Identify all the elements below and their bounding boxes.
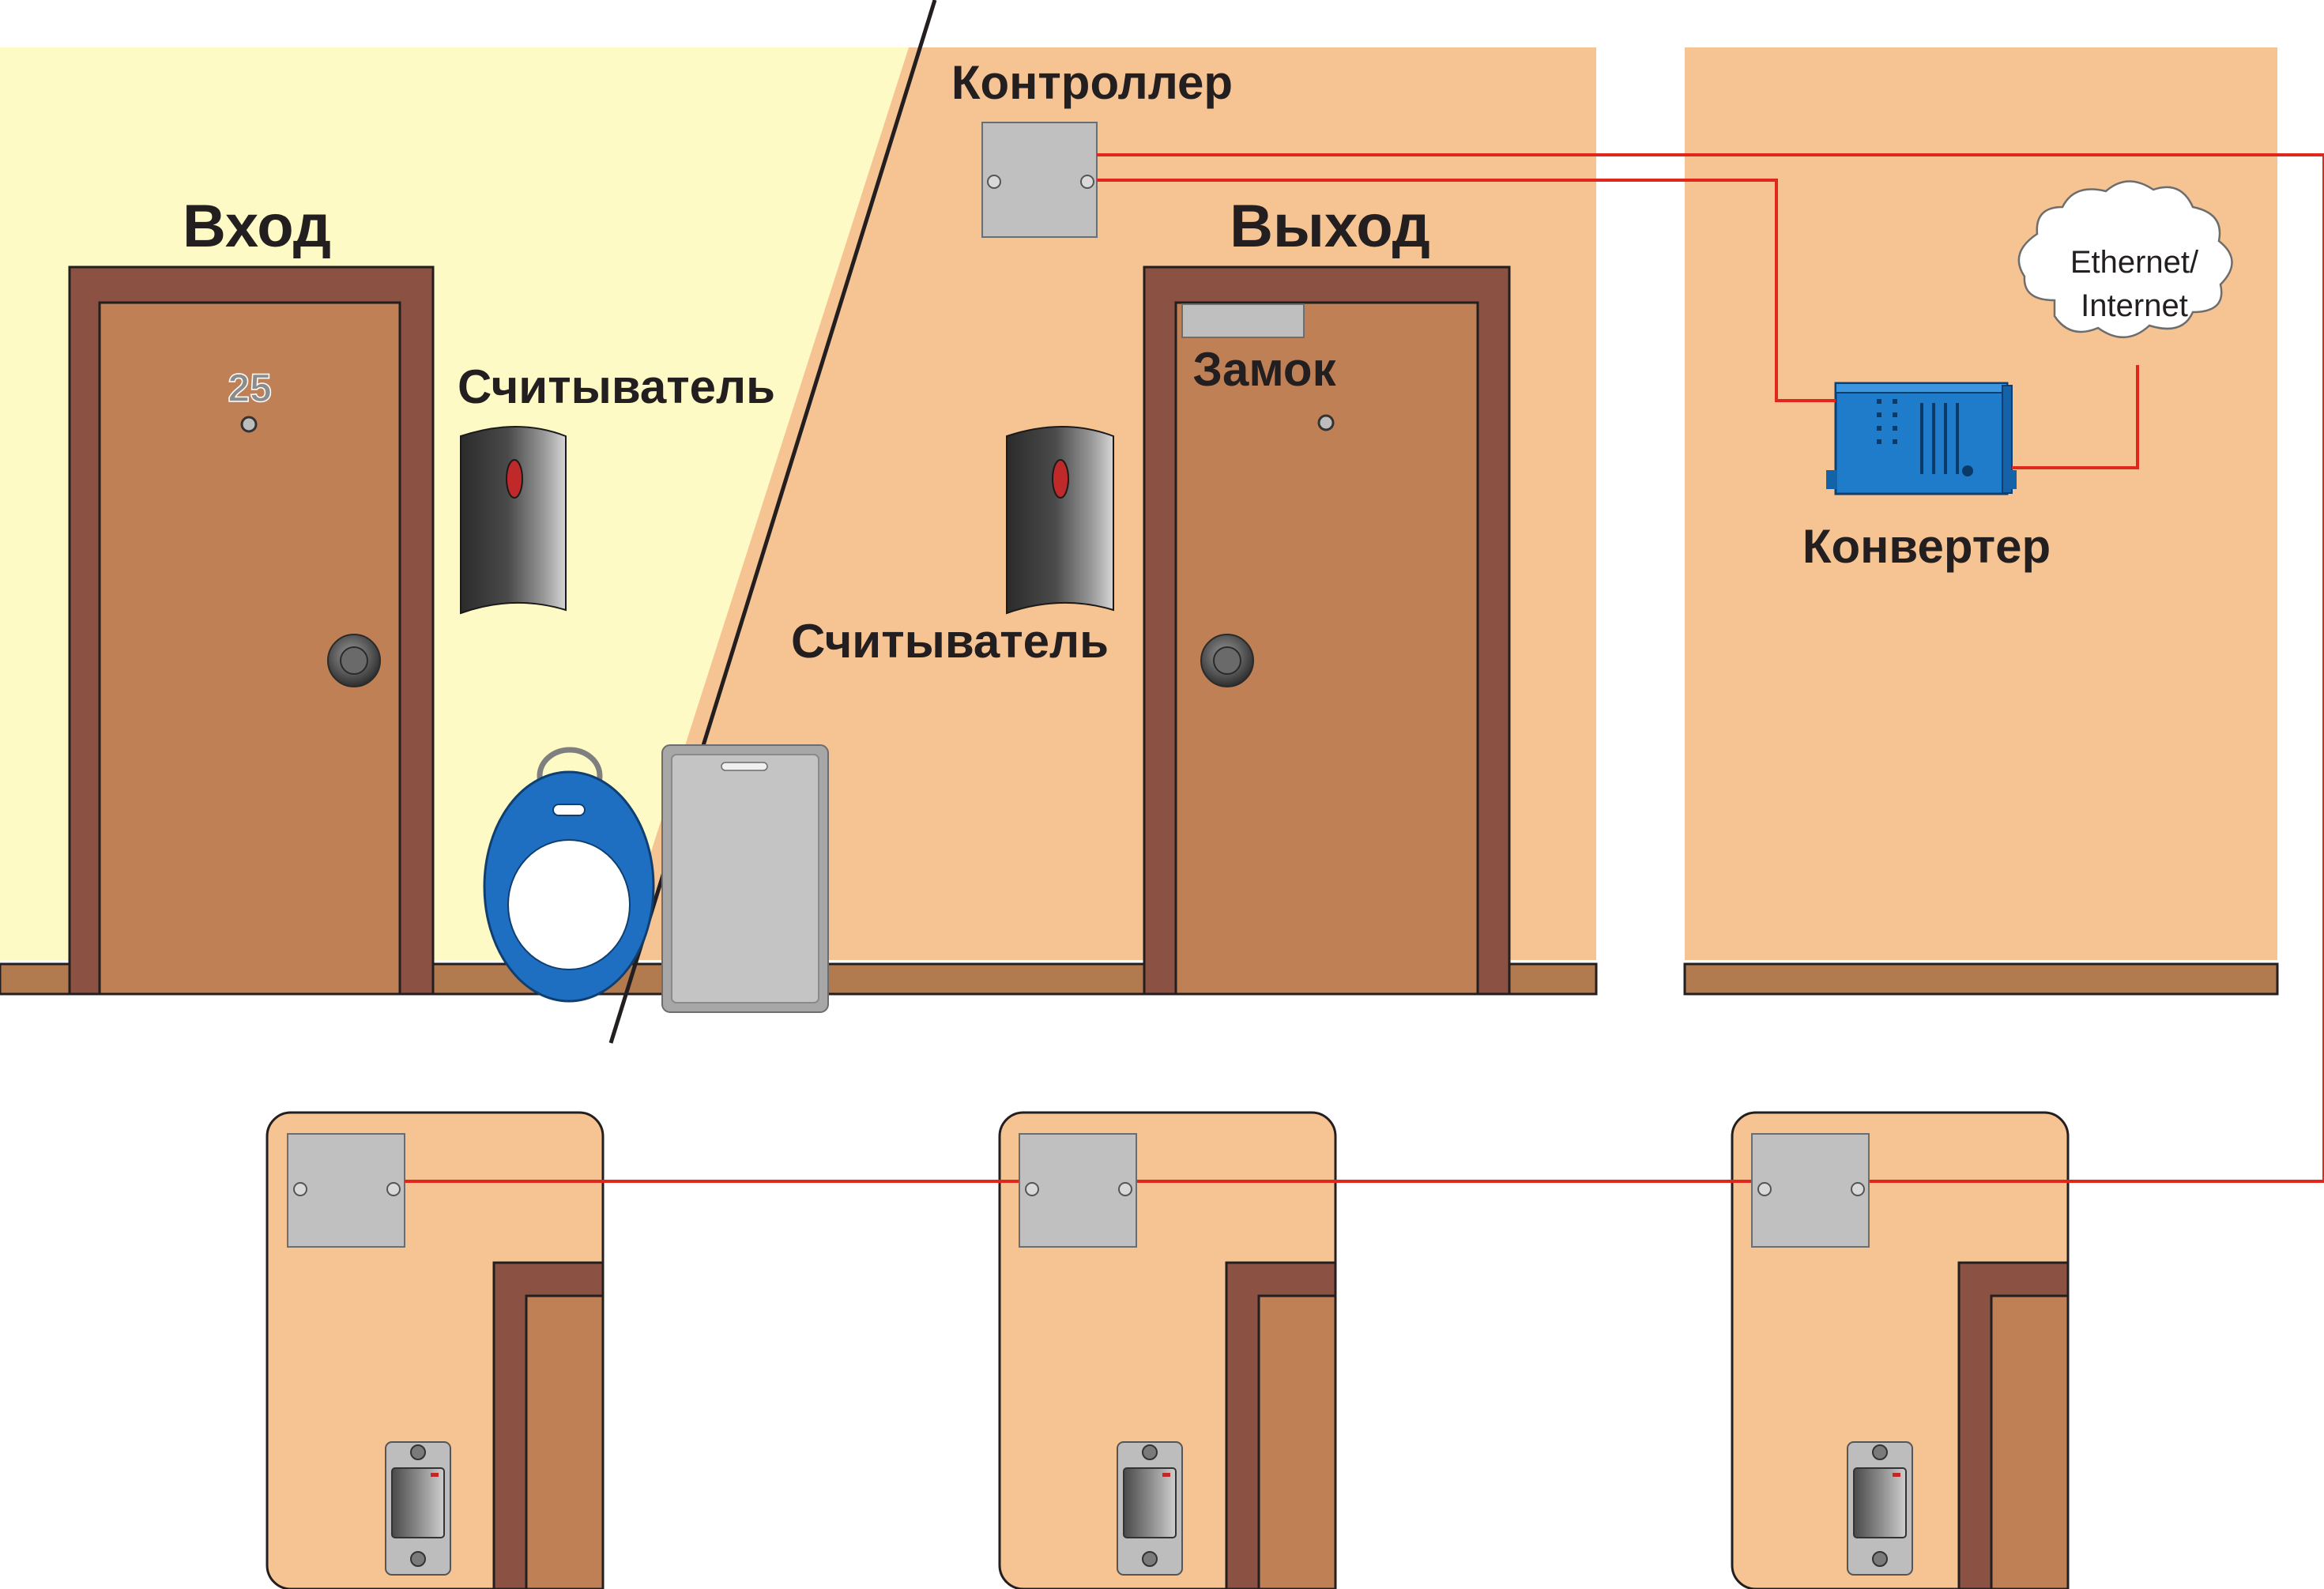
- cloud-label-line2: Internet: [2081, 288, 2188, 323]
- entrance-door: 25: [68, 265, 435, 996]
- door-number: 25: [228, 366, 272, 410]
- converter-icon: [1826, 382, 2017, 495]
- wire-converter-to-cloud: [2012, 365, 2139, 469]
- exit-door: [1143, 265, 1511, 996]
- card-reader-icon: [385, 1441, 451, 1576]
- controller-box-icon: [981, 122, 1098, 238]
- peephole-icon: [240, 416, 258, 433]
- door-handle-icon: [1200, 634, 1254, 687]
- wire-controller-to-converter: [1097, 179, 1836, 402]
- label-reader-right: Считыватель: [791, 615, 1109, 668]
- unit-panel: [266, 1111, 605, 1589]
- cloud-label-line1: Ethernet/: [2070, 245, 2199, 280]
- keyfob-icon: [483, 747, 655, 1003]
- baseboard-server: [1683, 962, 2279, 996]
- label-reader-left: Считыватель: [458, 360, 775, 413]
- label-converter: Конвертер: [1802, 520, 2051, 573]
- lower-network: [266, 155, 2324, 1589]
- proximity-card-icon: [661, 744, 829, 1013]
- door-handle-icon: [327, 634, 381, 687]
- cloud-icon: [2017, 180, 2233, 339]
- card-reader-icon: [1006, 426, 1114, 615]
- card-reader-icon: [1847, 1441, 1913, 1576]
- peephole-icon: [1317, 414, 1335, 431]
- label-lock: Замок: [1192, 343, 1336, 396]
- card-reader-icon: [1117, 1441, 1183, 1576]
- upper-scene: 25: [0, 0, 2324, 1044]
- label-entrance: Вход: [183, 193, 331, 260]
- card-reader-icon: [460, 426, 567, 615]
- lock-icon: [1181, 303, 1305, 338]
- controller-box-icon: [287, 1133, 405, 1248]
- label-exit: Выход: [1230, 193, 1430, 260]
- label-controller: Контроллер: [951, 56, 1233, 109]
- room-wall-server: [1685, 47, 2277, 960]
